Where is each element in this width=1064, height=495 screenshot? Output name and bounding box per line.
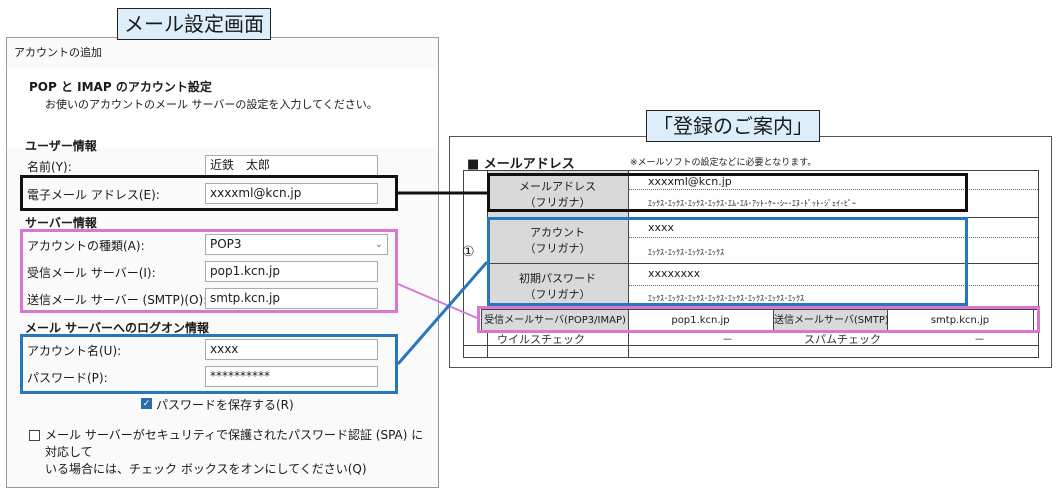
doc-email-label-line2: （フリガナ）: [524, 196, 591, 209]
doc-spam-value: －: [974, 333, 985, 346]
mail-settings-callout: メール設定画面: [117, 8, 271, 40]
doc-account-label-line1: アカウント: [530, 226, 585, 239]
password-input[interactable]: **********: [205, 366, 378, 387]
doc-virus-label: ウイルスチェック: [497, 333, 585, 346]
doc-account-kana: ｴｯｸｽ･ｴｯｸｽ･ｴｯｸｽ･ｴｯｸｽ: [648, 248, 724, 257]
doc-account-label: アカウント （フリガナ）: [487, 225, 628, 257]
doc-password-kana: ｴｯｸｽ･ｴｯｸｽ･ｴｯｸｽ･ｴｯｸｽ･ｴｯｸｽ･ｴｯｸｽ･ｴｯｸｽ･ｴｯｸｽ: [648, 294, 804, 303]
doc-password-label-line2: （フリガナ）: [524, 288, 591, 301]
outgoing-server-label: 送信メール サーバー (SMTP)(O):: [27, 293, 208, 307]
doc-password-value: xxxxxxxx: [648, 267, 701, 280]
dialog-heading: POP と IMAP のアカウント設定: [29, 80, 212, 94]
account-name-input[interactable]: xxxx: [205, 339, 378, 360]
spa-label-line1: メール サーバーがセキュリティで保護されたパスワード認証 (SPA) に対応して: [45, 428, 424, 459]
remember-password-label: パスワードを保存する(R): [156, 398, 294, 412]
spa-label-line2: いる場合には、チェック ボックスをオンにしてください(Q): [45, 462, 367, 476]
doc-password-label-line1: 初期パスワード: [519, 272, 596, 285]
doc-email-value: xxxxml@kcn.jp: [648, 175, 732, 188]
doc-account-label-line2: （フリガナ）: [524, 242, 591, 255]
account-type-select[interactable]: POP3 ⌄: [205, 234, 388, 255]
email-label: 電子メール アドレス(E):: [27, 188, 160, 202]
doc-section-title: ■ メールアドレス: [467, 157, 575, 172]
incoming-server-label: 受信メール サーバー(I):: [27, 266, 156, 280]
account-settings-dialog: アカウントの追加 POP と IMAP のアカウント設定 お使いのアカウントのメ…: [6, 37, 439, 488]
password-label-cell: [487, 263, 628, 309]
doc-note: ※メールソフトの設定などに必要となります。: [630, 158, 817, 168]
incoming-server-input[interactable]: pop1.kcn.jp: [205, 261, 378, 282]
doc-email-label: メールアドレス （フリガナ）: [487, 179, 628, 211]
doc-virus-value: －: [722, 333, 733, 346]
name-label: 名前(Y):: [27, 160, 72, 174]
user-info-section-title: ユーザー情報: [25, 139, 97, 153]
email-highlight-box: [20, 175, 398, 211]
doc-account-value: xxxx: [648, 221, 675, 234]
spa-checkbox[interactable]: [29, 430, 40, 441]
doc-spam-label: スパムチェック: [804, 333, 881, 346]
window-title: アカウントの追加: [14, 46, 102, 59]
doc-email-label-line1: メールアドレス: [519, 180, 596, 193]
doc-server-highlight-box: [477, 306, 1040, 333]
marker-1: ①: [462, 244, 475, 260]
remember-password-checkbox[interactable]: ✓: [141, 398, 152, 409]
registration-guide-callout: 「登録のご案内」: [646, 110, 820, 142]
spa-label: メール サーバーがセキュリティで保護されたパスワード認証 (SPA) に対応して…: [45, 427, 430, 478]
server-highlight-box: [20, 229, 398, 313]
dialog-subheading: お使いのアカウントのメール サーバーの設定を入力してください。: [45, 98, 378, 111]
email-input[interactable]: xxxxml@kcn.jp: [205, 183, 378, 204]
doc-password-label: 初期パスワード （フリガナ）: [487, 271, 628, 303]
server-connector: [397, 283, 478, 319]
account-type-label: アカウントの種類(A):: [27, 239, 145, 253]
doc-email-kana: ｴｯｸｽ･ｴｯｸｽ･ｴｯｸｽ･ｴｯｸｽ･ｴﾑ･ｴﾙ･ｱｯﾄ･ｹｰ･ｼｰ･ｴﾇ･ﾄ…: [648, 199, 856, 208]
logon-connector: [396, 261, 489, 365]
chevron-down-icon: ⌄: [374, 239, 383, 250]
account-type-value: POP3: [210, 237, 242, 251]
account-label-cell: [487, 217, 628, 263]
account-name-label: アカウント名(U):: [27, 344, 122, 358]
doc-account-highlight-box: [487, 217, 968, 306]
dialog-header: [7, 68, 438, 148]
outgoing-server-input[interactable]: smtp.kcn.jp: [205, 288, 378, 309]
password-label: パスワード(P):: [27, 371, 108, 385]
logon-info-section-title: メール サーバーへのログオン情報: [25, 321, 210, 335]
server-info-section-title: サーバー情報: [25, 216, 97, 230]
logon-highlight-box: [20, 334, 398, 394]
doc-email-highlight-box: [487, 173, 968, 212]
